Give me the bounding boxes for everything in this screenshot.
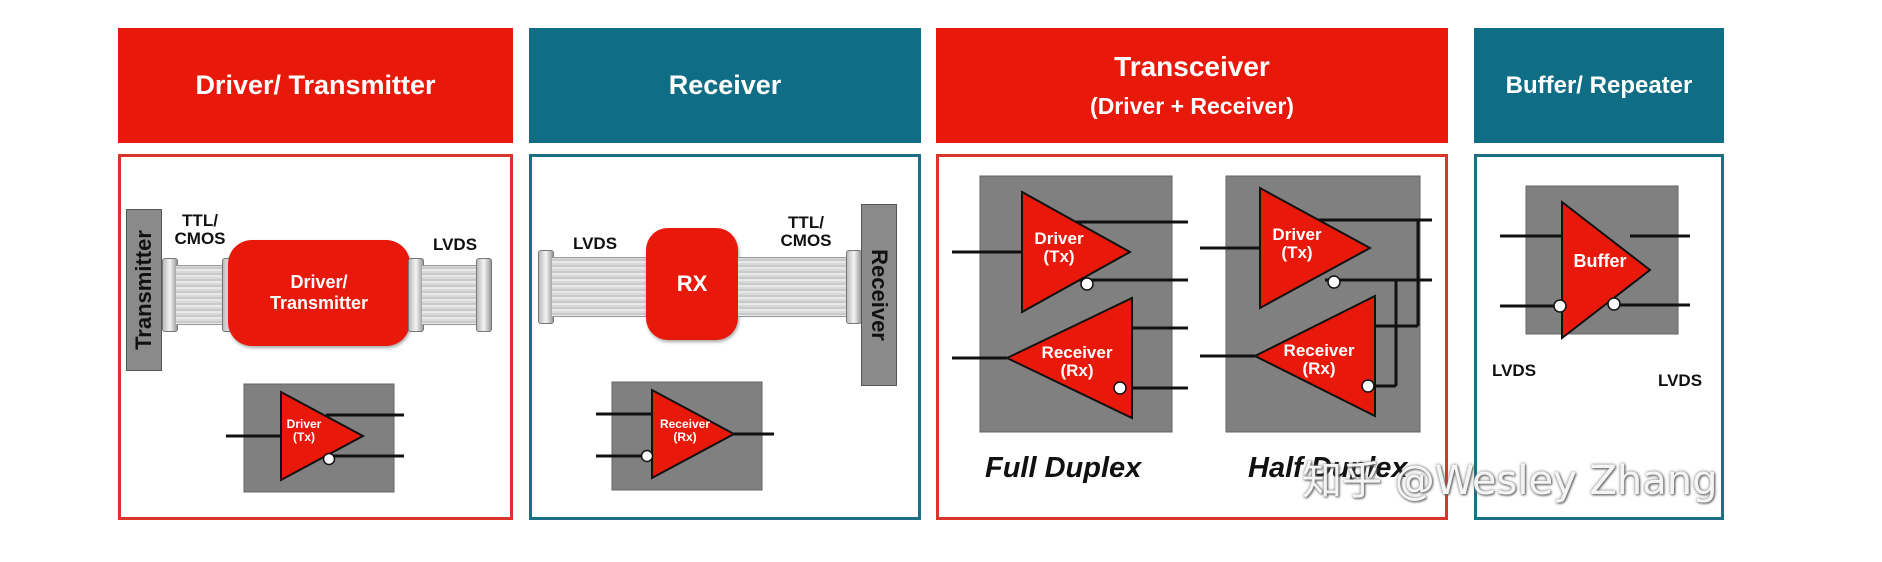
half-duplex-driver-label: Driver (Tx) [1272, 225, 1322, 262]
ttl-cmos-label: TTL/ CMOS [174, 211, 226, 248]
cable-lvds-input [552, 257, 652, 317]
full-duplex-receiver-label: Receiver (Rx) [1041, 343, 1113, 380]
ttl-cmos-output-label: TTL/ CMOS [780, 213, 832, 250]
transmitter-side-block: Transmitter [126, 209, 162, 371]
header-buffer-repeater: Buffer/ Repeater [1474, 28, 1724, 143]
half-duplex-caption: Half Duplex [1248, 452, 1408, 484]
half-duplex-receiver-label: Receiver (Rx) [1283, 341, 1355, 378]
driver-block-label: Driver/ Transmitter [269, 272, 369, 313]
connector-plug [846, 250, 862, 324]
driver-symbol [226, 383, 404, 493]
header-receiver: Receiver [529, 28, 921, 143]
lvds-output-label: LVDS [432, 235, 478, 254]
driver-tx-label: Driver (Tx) [286, 417, 322, 444]
receiver-symbol [596, 381, 774, 491]
half-duplex-symbol [1200, 175, 1432, 433]
rx-block: RX [646, 228, 738, 340]
buffer-label: Buffer [1573, 251, 1627, 271]
header-transceiver: Transceiver (Driver + Receiver) [936, 28, 1448, 143]
receiver-rx-label: Receiver (Rx) [659, 417, 711, 444]
rx-block-label: RX [676, 271, 708, 296]
header-buffer-label: Buffer/ Repeater [1505, 71, 1693, 99]
buffer-lvds-right-label: LVDS [1657, 371, 1703, 390]
header-transceiver-sublabel: (Driver + Receiver) [1090, 93, 1294, 119]
header-driver-label: Driver/ Transmitter [195, 70, 436, 100]
header-driver-transmitter: Driver/ Transmitter [118, 28, 513, 143]
full-duplex-driver-label: Driver (Tx) [1034, 229, 1084, 266]
full-duplex-symbol [952, 175, 1188, 433]
connector-plug [476, 258, 492, 332]
panel-buffer [1474, 154, 1724, 520]
cable-ttl-output [738, 257, 858, 317]
lvds-input-label: LVDS [572, 234, 618, 253]
watermark: 知乎 @Wesley Zhang [1302, 458, 1718, 504]
cable-lvds-output [422, 265, 482, 325]
full-duplex-caption: Full Duplex [985, 452, 1142, 484]
driver-transmitter-block: Driver/ Transmitter [228, 240, 410, 346]
receiver-side-block: Receiver [861, 204, 897, 386]
buffer-symbol [1500, 185, 1690, 341]
header-receiver-label: Receiver [668, 70, 782, 100]
transmitter-side-label: Transmitter [131, 230, 157, 350]
header-transceiver-label: Transceiver [1114, 51, 1270, 82]
buffer-lvds-left-label: LVDS [1491, 361, 1537, 380]
receiver-side-label: Receiver [867, 249, 892, 341]
